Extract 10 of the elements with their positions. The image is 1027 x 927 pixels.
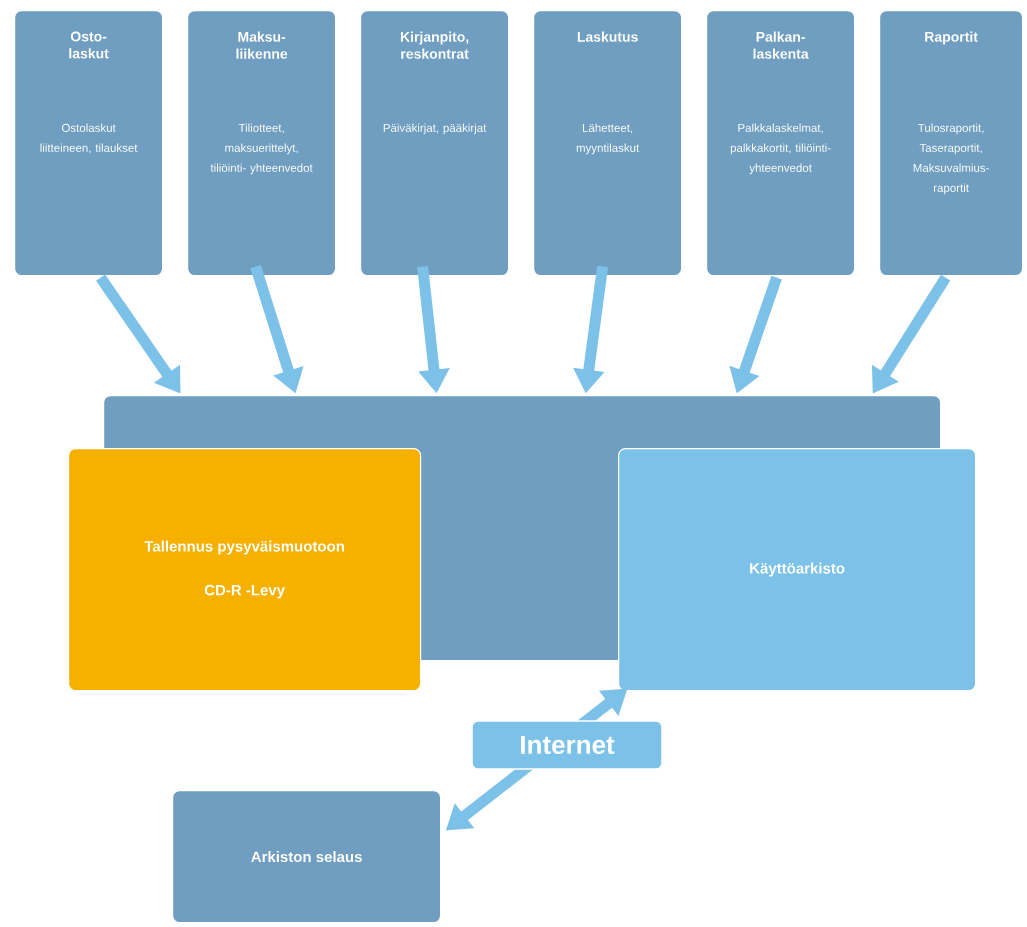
process-box: Palkan- laskenta Palkkalaskelmat, palkkakortit, tiliöinti- yhteenvedot — [706, 10, 856, 277]
process-box: Kirjanpito, reskontrat Päiväkirjat, pääkirjat — [360, 10, 510, 277]
process-box: Osto- laskut Ostolaskut liitteineen, tilaukset — [14, 10, 164, 277]
process-box: Raportit Tulosraportit, Taseraportit, Maksuvalmius- raportit — [879, 10, 1024, 277]
edge-label: Internet — [471, 720, 663, 770]
process-box: Tallennus pysyväismuotoon CD-R -Levy — [68, 448, 422, 692]
process-box: Maksu- liikenne Tiliotteet, maksuerittelyt, tiliöinti- yhteenvedot — [187, 10, 337, 277]
process-box: Arkiston selaus — [172, 790, 442, 924]
process-box: Laskutus Lähetteet, myyntilaskut — [533, 10, 683, 277]
process-box: Käyttöarkisto — [618, 448, 977, 692]
